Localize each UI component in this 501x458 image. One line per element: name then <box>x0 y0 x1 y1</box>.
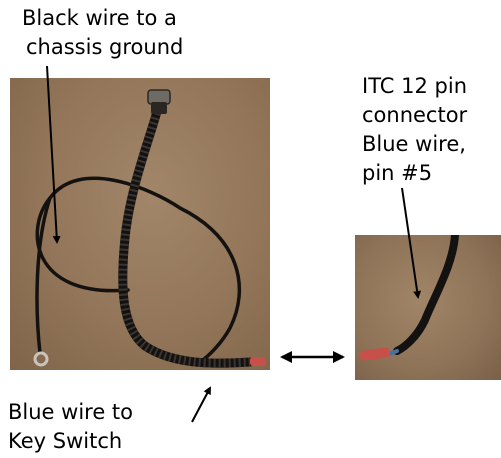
itc-connector-label-line-2: connector <box>362 103 468 127</box>
blue-wire-label-line-1: Blue wire to <box>8 400 134 424</box>
panel-connector-boot <box>151 102 167 114</box>
connector-closeup-illustration <box>359 235 459 361</box>
closeup-sheathed-cable <box>393 235 459 355</box>
wire-harness-photo <box>10 78 270 370</box>
red-terminal <box>250 357 266 366</box>
black-wire-label: Black wire to a chassis ground <box>22 4 183 62</box>
itc-connector-label-line-3: Blue wire, <box>362 132 466 156</box>
wire-harness-illustration <box>33 89 266 368</box>
ring-terminal <box>33 351 49 367</box>
panel-connector <box>147 89 171 105</box>
closeup-red-terminal <box>359 347 391 361</box>
cable-wrap-texture <box>118 106 251 368</box>
itc-connector-label: ITC 12 pin connector Blue wire, pin #5 <box>362 72 467 188</box>
black-wire-lead <box>35 196 52 355</box>
closeup-blue-wire <box>387 349 399 356</box>
blue-wire-label-line-2: Key Switch <box>8 429 123 453</box>
itc-connector-label-line-1: ITC 12 pin <box>362 74 467 98</box>
black-wire-label-line-2: chassis ground <box>26 35 184 59</box>
blue-wire-arrow <box>191 386 211 423</box>
blue-wire-label: Blue wire to Key Switch <box>8 398 133 456</box>
itc-connector-label-line-4: pin #5 <box>362 161 433 185</box>
black-wire-label-line-1: Black wire to a <box>22 6 177 30</box>
connector-closeup-photo <box>355 235 501 380</box>
